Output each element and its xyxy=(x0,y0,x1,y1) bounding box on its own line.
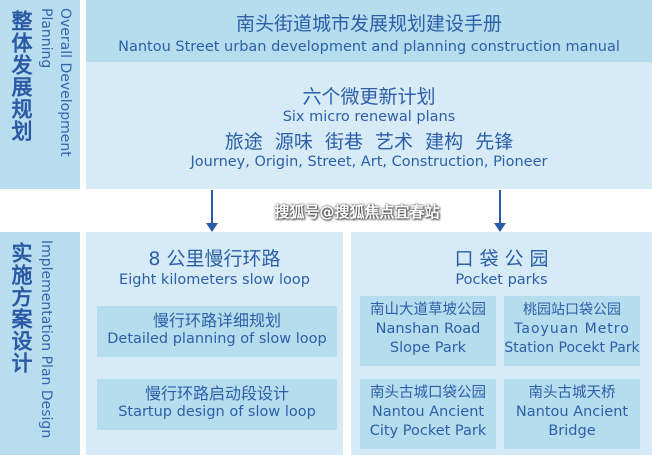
park-name-zh: 南头古城口袋公园 xyxy=(370,385,486,401)
parks-title-zh: 口 袋 公 园 xyxy=(454,248,549,270)
park-item: 南头古城口袋公园 Nantou Ancient City Pocket Park xyxy=(360,379,496,449)
overall-label-zh: 整体发展规划 xyxy=(9,10,33,142)
slow-loop-panel: 8 公里慢行环路 Eight kilometers slow loop 慢行环路… xyxy=(86,232,343,455)
manual-title-zh: 南头街道城市发展规划建设手册 xyxy=(235,13,502,35)
loop-item-zh: 慢行环路启动段设计 xyxy=(144,384,289,403)
arrow-down-icon xyxy=(206,190,218,232)
renewal-plans: 六个微更新计划 Six micro renewal plans 旅途 源味 街巷… xyxy=(86,62,652,189)
loop-title-en: Eight kilometers slow loop xyxy=(119,272,310,288)
park-name-en: Nanshan Road xyxy=(375,321,481,337)
park-name-zh: 桃园站口袋公园 xyxy=(523,302,621,318)
renewal-items-en: Journey, Origin, Street, Art, Constructi… xyxy=(190,154,548,170)
park-name-en: Station Pocekt Park xyxy=(504,340,640,356)
parks-title-en: Pocket parks xyxy=(455,272,548,288)
park-name-en: City Pocket Park xyxy=(369,423,487,439)
loop-item: 慢行环路启动段设计 Startup design of slow loop xyxy=(97,379,337,430)
loop-item: 慢行环路详细规划 Detailed planning of slow loop xyxy=(97,306,337,357)
watermark: 搜狐号@搜狐焦点宜春站 xyxy=(274,203,440,221)
arrow-down-icon xyxy=(494,190,506,232)
renewal-items-zh: 旅途 源味 街巷 艺术 建构 先锋 xyxy=(224,131,514,153)
loop-title-zh: 8 公里慢行环路 xyxy=(148,248,281,270)
park-name-zh: 南头古城天桥 xyxy=(528,385,616,401)
park-name-en: Nantou Ancient xyxy=(371,404,485,420)
loop-item-en: Startup design of slow loop xyxy=(118,404,316,420)
park-name-en: Bridge xyxy=(548,423,596,439)
pocket-parks-panel: 口 袋 公 园 Pocket parks 南山大道草坡公园 Nanshan Ro… xyxy=(351,232,652,455)
manual-title-en: Nantou Street urban development and plan… xyxy=(118,39,620,55)
overall-label-en: Overall Development Planning xyxy=(38,8,73,157)
overall-planning-label: 整体发展规划 Overall Development Planning xyxy=(0,0,80,189)
loop-item-en: Detailed planning of slow loop xyxy=(107,331,327,347)
renewal-title-en: Six micro renewal plans xyxy=(282,109,456,125)
impl-label-en: Implementation Plan Design xyxy=(38,240,54,439)
renewal-title-zh: 六个微更新计划 xyxy=(302,86,436,108)
park-name-en: Slope Park xyxy=(389,340,467,356)
park-item: 南头古城天桥 Nantou Ancient Bridge xyxy=(504,379,640,449)
manual-header: 南头街道城市发展规划建设手册 Nantou Street urban devel… xyxy=(86,0,652,62)
impl-label-zh: 实施方案设计 xyxy=(9,242,33,374)
park-item: 桃园站口袋公园 Taoyuan Metro Station Pocekt Par… xyxy=(504,296,640,366)
implementation-label: 实施方案设计 Implementation Plan Design xyxy=(0,232,80,455)
park-name-zh: 南山大道草坡公园 xyxy=(370,302,486,318)
loop-item-zh: 慢行环路详细规划 xyxy=(152,311,281,330)
park-item: 南山大道草坡公园 Nanshan Road Slope Park xyxy=(360,296,496,366)
park-name-en: Nantou Ancient xyxy=(515,404,629,420)
park-name-en: Taoyuan Metro xyxy=(514,321,630,337)
